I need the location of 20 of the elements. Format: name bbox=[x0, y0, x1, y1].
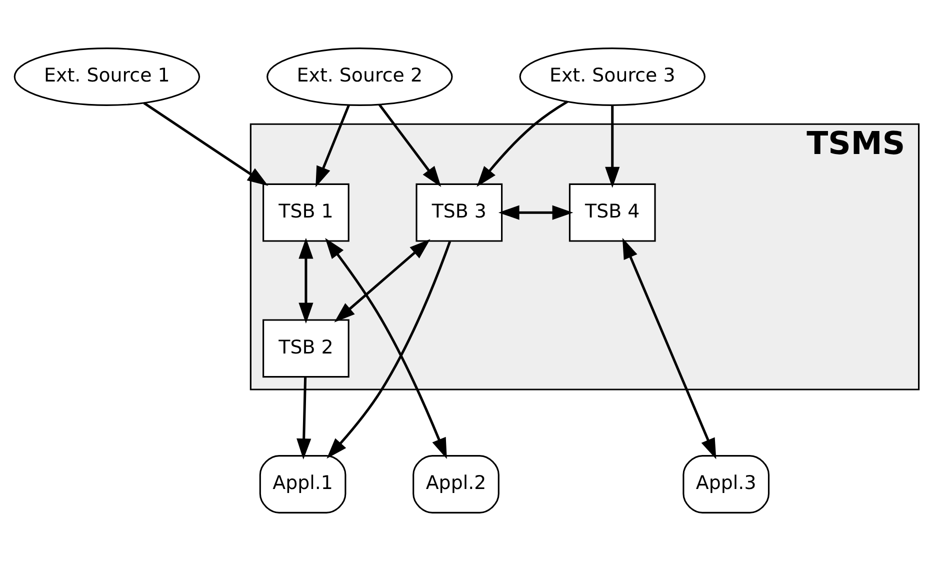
arrow bbox=[143, 102, 268, 186]
arrow bbox=[334, 239, 430, 322]
arrow bbox=[378, 104, 442, 187]
arrow bbox=[476, 100, 568, 187]
node-ellipse: Ext. Source 2 bbox=[266, 48, 453, 106]
node-box: TSB 1 bbox=[262, 183, 350, 242]
node-box: Appl.3 bbox=[682, 455, 770, 514]
arrow bbox=[605, 106, 620, 188]
arrow bbox=[298, 238, 314, 324]
node-box: TSB 3 bbox=[416, 183, 503, 242]
arrow bbox=[296, 377, 312, 460]
arrow bbox=[316, 104, 350, 188]
arrow bbox=[622, 238, 716, 460]
node-box: TSB 2 bbox=[262, 319, 350, 378]
node-ellipse: Ext. Source 1 bbox=[14, 48, 200, 106]
node-box: TSB 4 bbox=[568, 183, 656, 242]
node-box: Appl.1 bbox=[259, 455, 346, 514]
node-ellipse: Ext. Source 3 bbox=[519, 48, 706, 106]
node-box: Appl.2 bbox=[412, 455, 500, 514]
arrow bbox=[498, 205, 574, 220]
